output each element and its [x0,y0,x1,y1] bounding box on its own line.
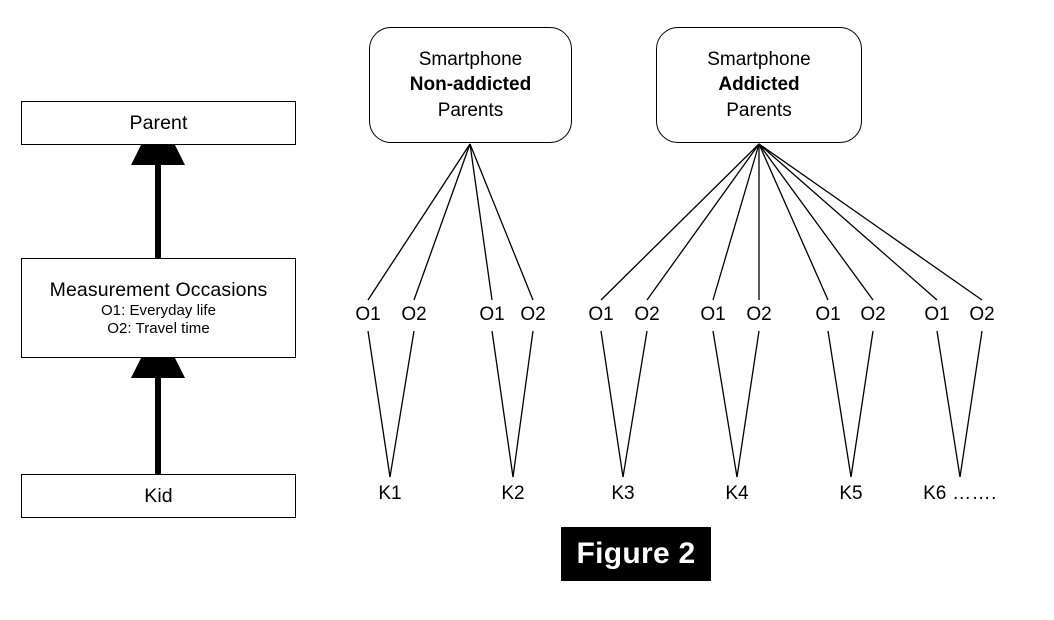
fan-addicted [600,143,983,301]
kid-label-k3: K3 [611,483,635,504]
occasion-label-9: O1 [815,304,841,325]
group-addicted-line2: Addicted [718,74,800,96]
legend-parent-title: Parent [129,111,188,134]
group-addicted-line1: Smartphone [707,48,811,70]
occasion-label-8: O2 [746,304,772,325]
group-non-addicted-line3: Parents [437,99,504,121]
kid-label-k6: K6 ……. [923,484,997,503]
kid-label-k4: K4 [725,483,749,504]
group-box-non-addicted: Smartphone Non-addicted Parents [369,27,572,143]
kid-label-k6-text: K6 [923,483,947,504]
occasion-label-6: O2 [634,304,660,325]
legend-kid-title: Kid [144,484,173,507]
group-non-addicted-line2: Non-addicted [409,74,532,96]
kid-label-k6-ellipsis: ……. [946,483,997,504]
legend-box-measurement-occasions: Measurement Occasions O1: Everyday life … [21,258,296,358]
group-box-addicted: Smartphone Addicted Parents [656,27,862,143]
occasion-label-4: O2 [520,304,546,325]
occasion-label-1: O1 [355,304,381,325]
fan-non-addicted [367,143,534,301]
group-non-addicted-line1: Smartphone [418,48,523,70]
occasion-label-12: O2 [969,304,995,325]
legend-occasion-o1: O1: Everyday life [100,301,217,319]
occasion-label-5: O1 [588,304,614,325]
occasion-label-2: O2 [401,304,427,325]
occasion-kid-connectors [367,330,983,478]
legend-occasion-o2: O2: Travel time [107,319,210,337]
legend-box-parent: Parent [21,101,296,145]
occasion-label-7: O1 [700,304,726,325]
kid-label-k1: K1 [378,483,402,504]
group-addicted-line3: Parents [726,99,792,121]
occasion-label-10: O2 [860,304,886,325]
kid-label-k5: K5 [839,483,863,504]
occasion-label-3: O1 [479,304,505,325]
occasion-label-11: O1 [924,304,950,325]
legend-occasions-title: Measurement Occasions [49,278,268,301]
legend-box-kid: Kid [21,474,296,518]
figure-caption: Figure 2 [561,527,711,581]
kid-label-k2: K2 [501,483,525,504]
